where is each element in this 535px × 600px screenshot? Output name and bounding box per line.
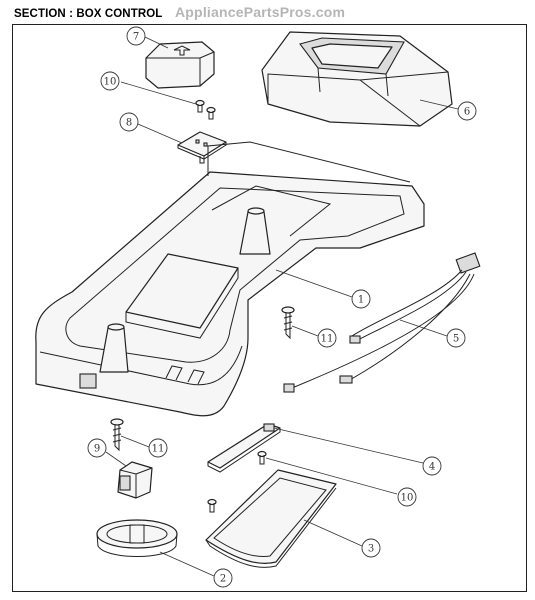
callout-number: 11	[152, 444, 165, 455]
callout-number: 4	[429, 462, 435, 473]
callout-number: 9	[94, 444, 100, 455]
part-7-cover[interactable]	[145, 41, 215, 89]
callout-c5: 5	[446, 328, 466, 348]
callout-labels: 7 10 8 6 1 5 11 11 9 4 10 3 2	[87, 26, 477, 588]
callout-circle	[351, 289, 371, 309]
watermark: AppliancePartsPros.com	[175, 4, 346, 20]
callout-number: 5	[453, 334, 459, 345]
part-6-housing[interactable]	[261, 31, 453, 127]
callout-number: 6	[464, 107, 470, 118]
part-4-strip-board[interactable]	[207, 423, 281, 473]
callout-circle	[446, 328, 466, 348]
part-3-lens[interactable]	[205, 469, 337, 568]
callout-c4: 4	[422, 456, 442, 476]
diagram-frame	[12, 24, 527, 592]
callout-c8: 8	[119, 112, 139, 132]
callout-number: 1	[358, 295, 364, 306]
callout-c1: 1	[351, 289, 371, 309]
leader-lines	[105, 36, 459, 577]
callout-c2: 2	[213, 568, 233, 588]
callout-c6: 6	[457, 101, 477, 121]
callout-circle	[397, 487, 417, 507]
section-title: SECTION : BOX CONTROL	[14, 8, 163, 20]
part-9-switch[interactable]	[117, 461, 153, 499]
part-8-board[interactable]	[177, 131, 227, 164]
callout-number: 10	[104, 77, 117, 88]
callout-circle	[126, 26, 146, 46]
callout-number: 10	[401, 493, 414, 504]
callout-c11a: 11	[317, 328, 337, 348]
callout-number: 11	[321, 334, 334, 345]
callout-circle	[457, 101, 477, 121]
callout-circle	[87, 438, 107, 458]
callout-circle	[119, 112, 139, 132]
part-10-screws-top[interactable]	[195, 99, 216, 120]
part-1-base[interactable]	[35, 141, 425, 417]
part-11-screw-upper[interactable]	[281, 306, 295, 340]
callout-circle	[213, 568, 233, 588]
callout-c10a: 10	[100, 71, 120, 91]
callout-circle	[148, 438, 168, 458]
callout-number: 8	[126, 118, 132, 129]
callout-circle	[361, 538, 381, 558]
callout-c9: 9	[87, 438, 107, 458]
callout-number: 7	[133, 32, 139, 43]
part-5-wire-harness[interactable]	[283, 252, 481, 393]
callout-c10b: 10	[397, 487, 417, 507]
callout-circle	[317, 328, 337, 348]
callout-number: 3	[368, 544, 374, 555]
callout-number: 2	[220, 574, 226, 585]
part-11-screw-lower[interactable]	[110, 418, 124, 452]
part-2-ring[interactable]	[96, 519, 178, 557]
callout-circle	[100, 71, 120, 91]
callout-circle	[422, 456, 442, 476]
callout-c7: 7	[126, 26, 146, 46]
callout-c11b: 11	[148, 438, 168, 458]
callout-c3: 3	[361, 538, 381, 558]
part-10-screws-bottom[interactable]	[207, 450, 267, 513]
